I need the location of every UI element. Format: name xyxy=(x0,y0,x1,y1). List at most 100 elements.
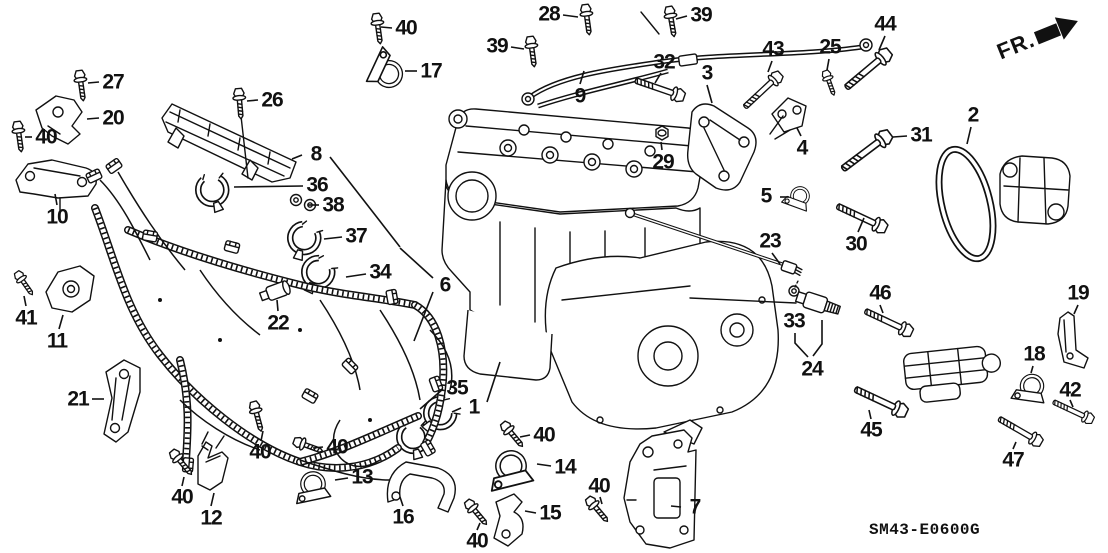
part-label-21: 21 xyxy=(67,387,89,411)
drive-belt-art xyxy=(935,145,997,263)
leader-line-37 xyxy=(323,236,343,240)
leader-line-22 xyxy=(276,299,279,312)
leader-line-20 xyxy=(86,117,100,120)
leader-line-40 xyxy=(599,496,603,505)
part-label-40: 40 xyxy=(395,16,417,40)
leader-line-1 xyxy=(486,361,501,403)
part-label-10: 10 xyxy=(46,205,68,229)
leader-line-23 xyxy=(771,252,781,265)
part-label-23: 23 xyxy=(759,229,781,253)
leader-line-34 xyxy=(345,273,367,278)
bracket-21-art xyxy=(103,359,141,443)
leader-line-15 xyxy=(524,510,537,514)
sensor-22-art xyxy=(258,280,291,302)
starter-motor-art xyxy=(903,345,1002,403)
part-label-4: 4 xyxy=(796,136,809,160)
leader-line-39 xyxy=(675,15,688,20)
part-label-27: 27 xyxy=(102,70,124,94)
bracket-12-art xyxy=(197,431,229,491)
leader-line-29 xyxy=(660,141,663,151)
ground-cable-art xyxy=(521,11,873,109)
leader-line-9 xyxy=(579,70,585,85)
part-label-36: 36 xyxy=(306,173,328,197)
part-label-43: 43 xyxy=(762,37,784,61)
wire-harness-art xyxy=(84,157,453,481)
leader-line-40 xyxy=(181,476,185,487)
mount-bracket-3-art xyxy=(686,103,757,191)
part-label-17: 17 xyxy=(420,59,442,83)
plate-4-art xyxy=(769,97,807,140)
leader-line-6 xyxy=(399,247,434,279)
leader-line-46 xyxy=(879,304,884,314)
leader-line-19 xyxy=(1073,304,1079,315)
leader-line-30 xyxy=(857,217,865,233)
bracket-19-art xyxy=(1057,311,1089,369)
part-label-31: 31 xyxy=(910,123,932,147)
part-label-8: 8 xyxy=(310,142,323,166)
part-label-40: 40 xyxy=(171,485,193,509)
part-label-18: 18 xyxy=(1023,342,1045,366)
part-label-42: 42 xyxy=(1059,378,1081,402)
leader-line-1 xyxy=(451,407,462,413)
leader-line-16 xyxy=(399,496,404,507)
part-label-46: 46 xyxy=(869,281,891,305)
leader-line-40 xyxy=(312,446,324,449)
leader-line-40 xyxy=(476,522,481,531)
leader-line-39 xyxy=(510,46,525,50)
leader-line-43 xyxy=(767,60,773,73)
part-label-34: 34 xyxy=(369,260,391,284)
sensor-33-art xyxy=(788,278,841,315)
leader-line-8 xyxy=(329,156,401,248)
leader-line-35 xyxy=(419,388,444,410)
leader-line-33 xyxy=(794,333,809,358)
leader-line-31 xyxy=(892,135,908,138)
leader-line-2 xyxy=(966,126,972,145)
leader-line-40 xyxy=(380,26,393,29)
part-label-22: 22 xyxy=(267,311,289,335)
part-label-13: 13 xyxy=(351,465,373,489)
part-label-39: 39 xyxy=(690,3,712,27)
part-label-38: 38 xyxy=(322,193,344,217)
leader-line-8 xyxy=(291,154,303,160)
part-label-40: 40 xyxy=(533,423,555,447)
part-label-47: 47 xyxy=(1002,448,1024,472)
engine-block-art xyxy=(441,108,797,430)
part-label-25: 25 xyxy=(819,35,841,59)
part-label-24: 24 xyxy=(801,357,823,381)
part-label-32: 32 xyxy=(653,50,675,74)
part-label-9: 9 xyxy=(574,84,587,108)
part-label-29: 29 xyxy=(652,150,674,174)
leader-line-41 xyxy=(23,295,27,307)
part-label-6: 6 xyxy=(439,273,452,297)
part-label-30: 30 xyxy=(845,232,867,256)
bracket-15-art xyxy=(493,493,524,547)
leader-line-33 xyxy=(812,320,823,357)
part-label-1: 1 xyxy=(468,395,481,419)
part-label-44: 44 xyxy=(874,12,896,36)
leader-line-27 xyxy=(87,81,100,84)
leader-line-47 xyxy=(1012,441,1017,450)
leader-line-7 xyxy=(670,505,682,508)
bracket-20-art xyxy=(35,95,83,145)
part-label-28: 28 xyxy=(538,2,560,26)
part-label-16: 16 xyxy=(392,505,414,529)
part-label-15: 15 xyxy=(539,501,561,525)
leader-line-3 xyxy=(706,84,713,104)
part-label-2: 2 xyxy=(967,103,980,127)
leader-line-42 xyxy=(1069,399,1074,408)
part-label-11: 11 xyxy=(46,329,68,353)
part-label-39: 39 xyxy=(486,34,508,58)
part-label-19: 19 xyxy=(1067,281,1089,305)
leader-line-40 xyxy=(260,430,264,442)
wire-holder-art xyxy=(161,103,297,183)
leader-line-36 xyxy=(233,185,304,188)
part-label-5: 5 xyxy=(760,184,773,208)
leader-line-18 xyxy=(1030,365,1034,374)
part-label-20: 20 xyxy=(102,106,124,130)
part-label-37: 37 xyxy=(345,224,367,248)
bracket-11-art xyxy=(45,265,95,313)
part-label-45: 45 xyxy=(860,418,882,442)
leader-line-13 xyxy=(334,477,349,481)
part-label-40: 40 xyxy=(35,125,57,149)
